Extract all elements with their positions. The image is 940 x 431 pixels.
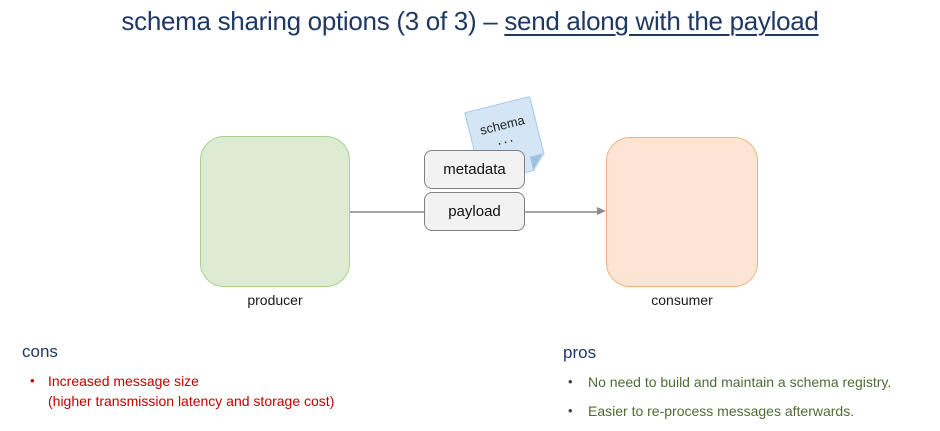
page-title: schema sharing options (3 of 3) – send a… [0, 6, 940, 37]
pros-heading: pros [563, 343, 597, 362]
bullet-icon: • [568, 403, 573, 418]
bullet-icon: • [30, 373, 35, 388]
metadata-label: metadata [443, 161, 506, 178]
arrowhead-icon [597, 207, 606, 215]
pros-list-item: • No need to build and maintain a schema… [568, 372, 891, 392]
payload-label: payload [448, 203, 501, 220]
bullet-icon: • [568, 374, 573, 389]
pros-item-text: Easier to re-process messages afterwards… [588, 403, 855, 419]
pros-list-item: • Easier to re-process messages afterwar… [568, 401, 854, 421]
consumer-node [606, 137, 758, 287]
payload-box: payload [424, 192, 525, 231]
cons-item-line-1: Increased message size [48, 373, 199, 389]
pros-item-text: No need to build and maintain a schema r… [588, 374, 892, 390]
consumer-label: consumer [651, 292, 713, 308]
producer-label: producer [247, 292, 303, 308]
cons-item-line-2: (higher transmission latency and storage… [48, 393, 335, 409]
title-prefix: schema sharing options (3 of 3) – [121, 6, 505, 36]
cons-list-item: • Increased message size (higher transmi… [30, 371, 334, 411]
cons-item-text: Increased message size (higher transmiss… [48, 371, 334, 411]
cons-heading: cons [22, 342, 58, 361]
folded-corner-icon [530, 153, 547, 170]
producer-node [200, 136, 350, 287]
metadata-box: metadata [424, 150, 525, 189]
title-underlined-part: send along with the payload [504, 6, 819, 36]
